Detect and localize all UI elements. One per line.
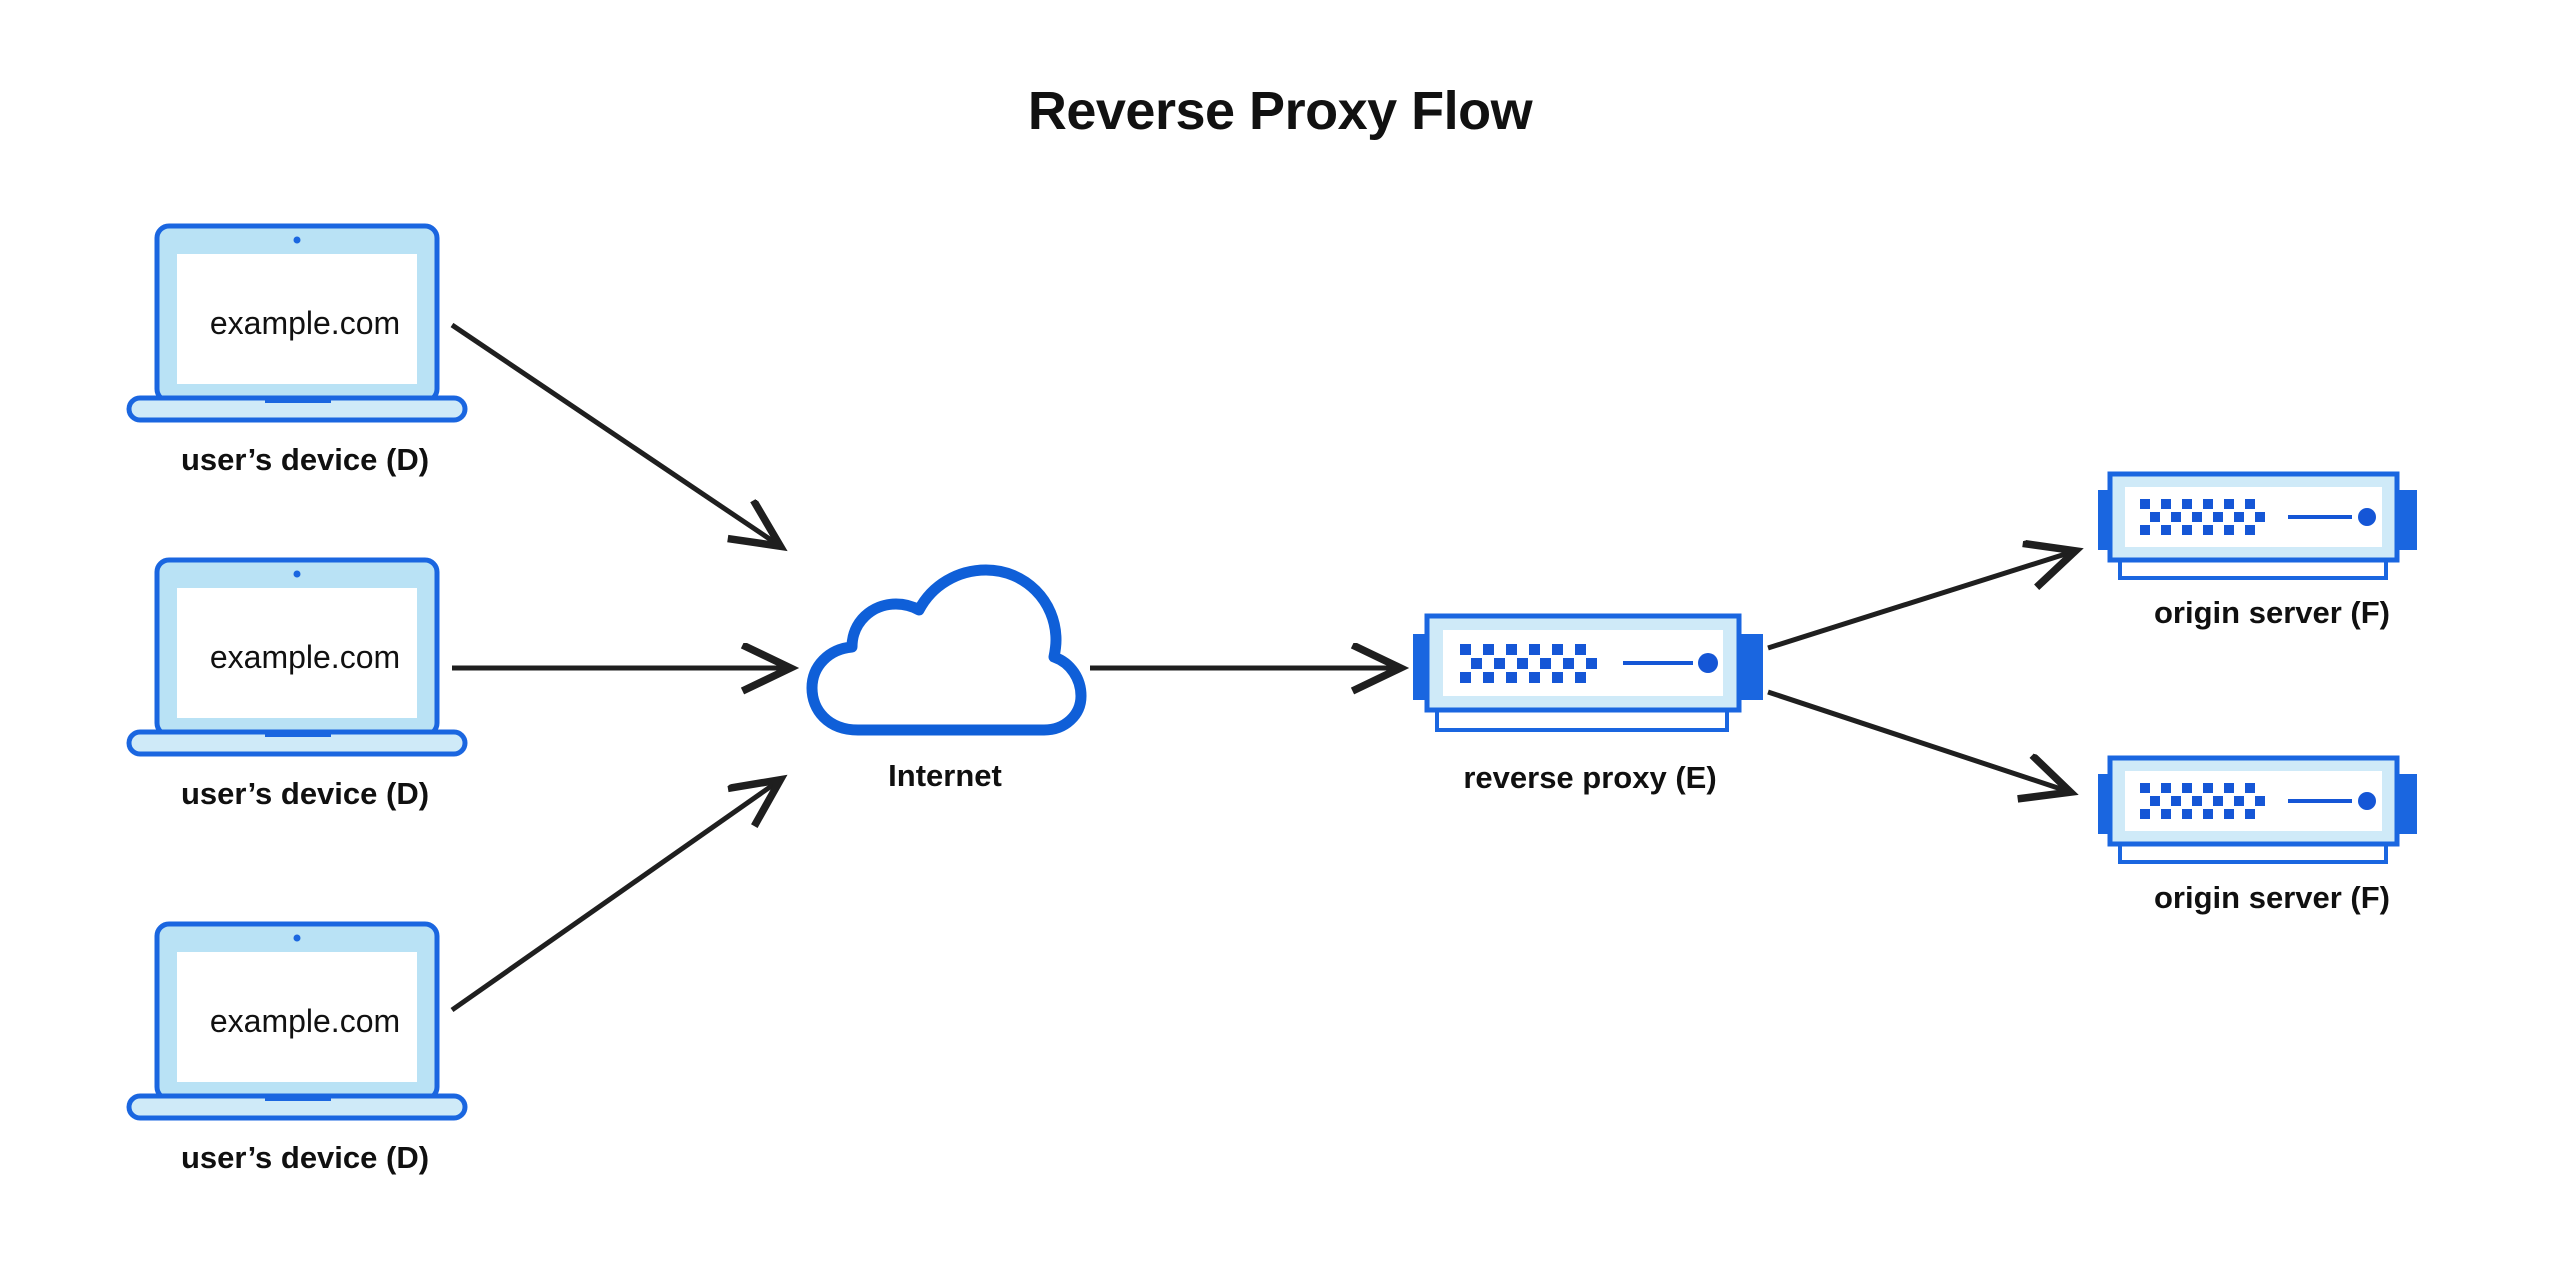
origin-2-label: origin server (F) [2154, 880, 2390, 915]
server-dot-matrix [2140, 499, 2265, 535]
node-origin-2[interactable] [2090, 752, 2430, 870]
server-dot-matrix [1460, 644, 1597, 683]
device-2-screen-text: example.com [209, 639, 401, 675]
server-led-icon [1698, 653, 1718, 673]
device-1-label: user’s device (D) [180, 442, 430, 477]
device-2-label: user’s device (D) [180, 776, 430, 811]
arrow-reverse-proxy-to-origin-1 [1767, 551, 2075, 651]
cloud-icon [806, 564, 1087, 736]
arrow-device-3-to-internet [450, 780, 780, 1013]
server-led-icon [2358, 508, 2376, 526]
device-3-screen-text: example.com [209, 1003, 401, 1039]
laptop-icon [126, 557, 468, 757]
server-icon [1413, 613, 1763, 732]
page-title: Reverse Proxy Flow [1027, 81, 1533, 141]
laptop-icon [126, 223, 468, 423]
device-3-label: user’s device (D) [180, 1140, 430, 1175]
node-origin-1[interactable] [2090, 468, 2430, 586]
node-device-1[interactable]: example.com [125, 222, 485, 427]
node-internet[interactable] [800, 560, 1090, 750]
node-device-3[interactable]: example.com [125, 920, 485, 1125]
origin-1-label: origin server (F) [2154, 595, 2390, 630]
server-icon [2098, 755, 2417, 864]
server-icon [2098, 471, 2417, 580]
laptop-icon [126, 921, 468, 1121]
internet-label: Internet [888, 758, 1002, 793]
node-reverse-proxy[interactable] [1405, 608, 1775, 738]
arrow-device-1-to-internet [450, 322, 780, 546]
device-1-screen-text: example.com [209, 305, 401, 341]
server-led-icon [2358, 792, 2376, 810]
reverse-proxy-label: reverse proxy (E) [1463, 760, 1717, 795]
server-dot-matrix [2140, 783, 2265, 819]
arrow-reverse-proxy-to-origin-2 [1767, 689, 2070, 792]
node-device-2[interactable]: example.com [125, 556, 485, 761]
